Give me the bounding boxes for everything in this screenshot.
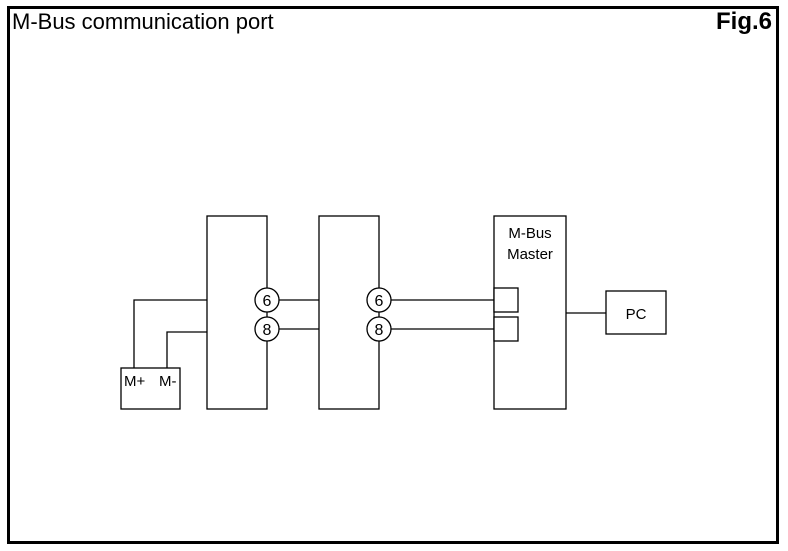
module-2-terminal-8-circle [366,316,392,342]
figure-title: M-Bus communication port [12,9,274,34]
module-1-terminal-8-label: 8 [263,322,272,339]
module-1-block [206,215,268,410]
master-port-top [493,287,519,313]
module-2-terminal-8-label: 8 [375,322,384,339]
module-2-block [318,215,380,410]
master-label-line1: M-Bus [508,225,551,242]
meter-terminal-box [120,367,181,410]
figure-frame [7,6,779,544]
pc-box [605,290,667,335]
meter-plus-label: M+ [124,373,145,390]
master-port-bottom [493,316,519,342]
module-2-terminal-6-label: 6 [375,293,384,310]
pc-label: PC [626,306,647,323]
module-1-terminal-6-circle [254,287,280,313]
master-label-line2: Master [507,246,553,263]
module-2-terminal-6-circle [366,287,392,313]
meter-minus-label: M- [159,373,177,390]
m-plus-wire [133,299,207,368]
m-minus-wire [166,331,207,368]
module-1-terminal-6-label: 6 [263,293,272,310]
figure-label: Fig.6 [715,8,772,35]
module-1-terminal-8-circle [254,316,280,342]
